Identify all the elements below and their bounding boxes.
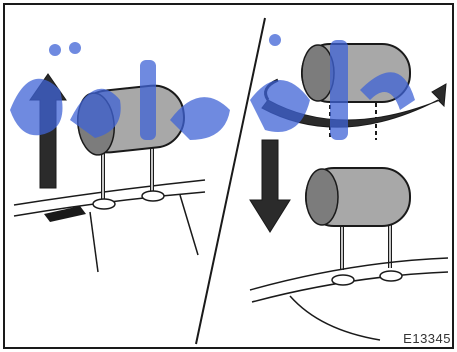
seat-back-side-left [90,212,98,272]
raise-arrow-icon [30,74,66,188]
right-stay-guide-left [332,275,354,285]
figure-code-label: E13345 [403,331,451,346]
right-seat-lower-outline [290,296,380,340]
lower-arrow-icon [250,140,290,232]
seat-back-side-right [180,195,198,255]
left-panel-raise [14,74,205,272]
rotate-arrow-tail [266,80,278,100]
stay-guide-left [93,199,115,209]
right-stay-guide-right [380,271,402,281]
upper-headrest-end [302,45,334,101]
lower-headrest-end [306,169,338,225]
stay-guide-right [142,191,164,201]
right-panel-remove [250,44,448,340]
panel-divider [196,18,265,344]
